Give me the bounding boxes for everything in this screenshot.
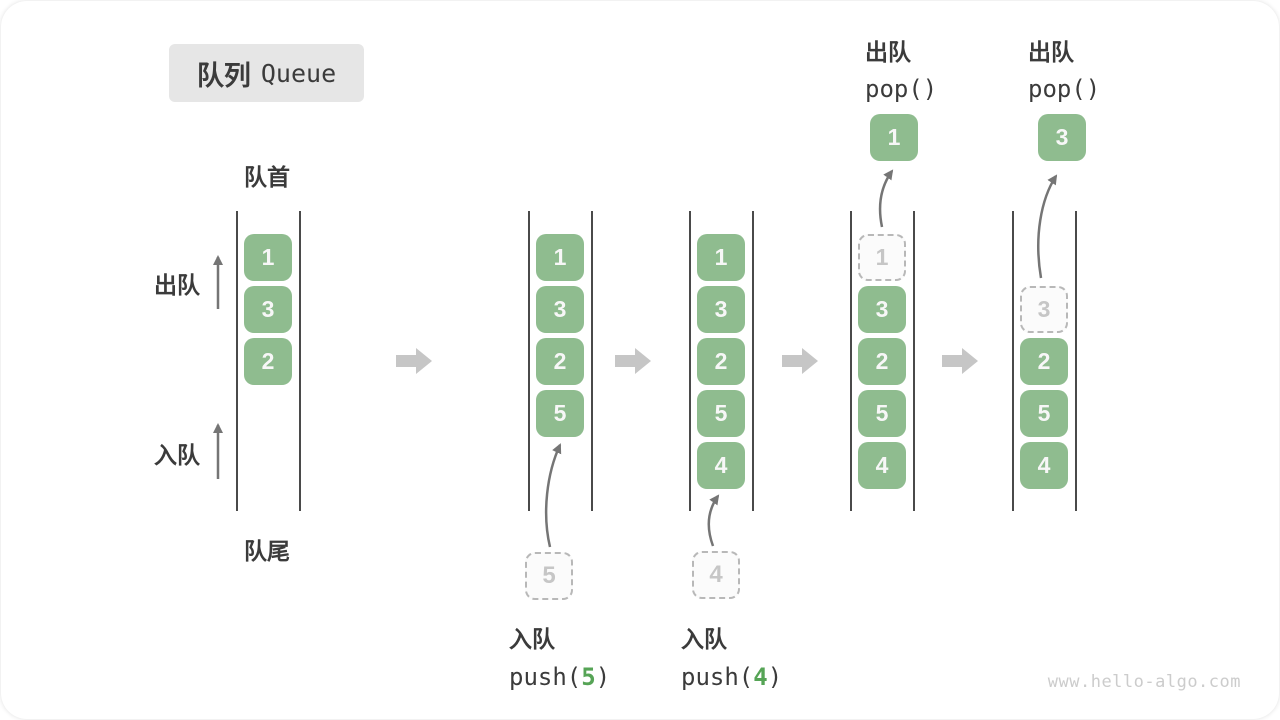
queue-channel-line bbox=[689, 211, 691, 511]
queue-cell: 4 bbox=[858, 442, 906, 489]
code-prefix: push( bbox=[509, 663, 582, 691]
push-annotation-code: push(5) bbox=[509, 663, 610, 691]
flow-arrow-icon bbox=[396, 348, 432, 374]
queue-channel-line bbox=[1012, 211, 1014, 511]
code-arg: 4 bbox=[753, 663, 768, 691]
queue-cell: 2 bbox=[1020, 338, 1068, 385]
dequeue-curve-arrow bbox=[878, 169, 894, 228]
code-suffix: ) bbox=[595, 663, 611, 691]
queue-cell: 4 bbox=[1020, 442, 1068, 489]
code-arg: 5 bbox=[581, 663, 596, 691]
pop-annotation-2: 出队 pop() bbox=[1028, 33, 1100, 103]
dequeue-side-label: 出队 bbox=[154, 272, 200, 298]
queue-channel-line bbox=[236, 211, 238, 511]
queue-cell: 5 bbox=[1020, 390, 1068, 437]
pop-annotation-1: 出队 pop() bbox=[865, 33, 937, 103]
push-annotation-label: 入队 bbox=[509, 626, 555, 652]
popped-element-cell: 3 bbox=[1038, 114, 1086, 161]
queue-cell-dashed: 1 bbox=[858, 234, 906, 281]
queue-front-label: 队首 bbox=[244, 164, 290, 190]
flow-arrow-icon bbox=[782, 348, 818, 374]
queue-cell: 2 bbox=[244, 338, 292, 385]
pop-annotation-code: pop() bbox=[865, 75, 938, 103]
push-annotation-1: 入队 push(5) bbox=[509, 620, 610, 691]
queue-cell: 1 bbox=[536, 234, 584, 281]
title-en: Queue bbox=[260, 58, 337, 88]
queue-channel-line bbox=[1075, 211, 1077, 511]
pop-annotation-code: pop() bbox=[1028, 75, 1101, 103]
queue-channel-line bbox=[299, 211, 301, 511]
queue-cell: 2 bbox=[858, 338, 906, 385]
flow-arrow-icon bbox=[615, 348, 651, 374]
queue-cell: 5 bbox=[536, 390, 584, 437]
queue-cell: 5 bbox=[697, 390, 745, 437]
queue-channel-line bbox=[752, 211, 754, 511]
queue-channel-line bbox=[850, 211, 852, 511]
push-annotation-2: 入队 push(4) bbox=[681, 620, 782, 691]
queue-cell-dashed: 3 bbox=[1020, 286, 1068, 333]
queue-cell: 3 bbox=[244, 286, 292, 333]
push-annotation-label: 入队 bbox=[681, 626, 727, 652]
queue-cell: 5 bbox=[858, 390, 906, 437]
enqueue-curve-arrow bbox=[707, 494, 720, 547]
dequeue-curve-arrow bbox=[1037, 174, 1058, 279]
pop-annotation-label: 出队 bbox=[865, 39, 911, 65]
queue-cell: 2 bbox=[697, 338, 745, 385]
watermark: www.hello-algo.com bbox=[1047, 672, 1241, 692]
queue-cell: 4 bbox=[697, 442, 745, 489]
queue-cell: 3 bbox=[697, 286, 745, 333]
queue-cell: 1 bbox=[697, 234, 745, 281]
title-box: 队列 Queue bbox=[169, 44, 364, 102]
incoming-element-cell: 4 bbox=[692, 551, 740, 599]
queue-channel-line bbox=[591, 211, 593, 511]
queue-cell: 3 bbox=[858, 286, 906, 333]
title-zh: 队列 bbox=[196, 60, 251, 91]
queue-cell: 2 bbox=[536, 338, 584, 385]
code-prefix: push( bbox=[681, 663, 754, 691]
push-annotation-code: push(4) bbox=[681, 663, 782, 691]
popped-element-cell: 1 bbox=[870, 114, 918, 161]
pop-annotation-label: 出队 bbox=[1028, 39, 1074, 65]
queue-cell: 1 bbox=[244, 234, 292, 281]
queue-cell: 3 bbox=[536, 286, 584, 333]
queue-channel-line bbox=[913, 211, 915, 511]
code-suffix: ) bbox=[767, 663, 783, 691]
queue-channel-line bbox=[528, 211, 530, 511]
incoming-element-cell: 5 bbox=[525, 552, 573, 600]
queue-rear-label: 队尾 bbox=[244, 538, 290, 564]
enqueue-side-label: 入队 bbox=[154, 442, 200, 468]
enqueue-curve-arrow bbox=[544, 443, 562, 548]
flow-arrow-icon bbox=[942, 348, 978, 374]
